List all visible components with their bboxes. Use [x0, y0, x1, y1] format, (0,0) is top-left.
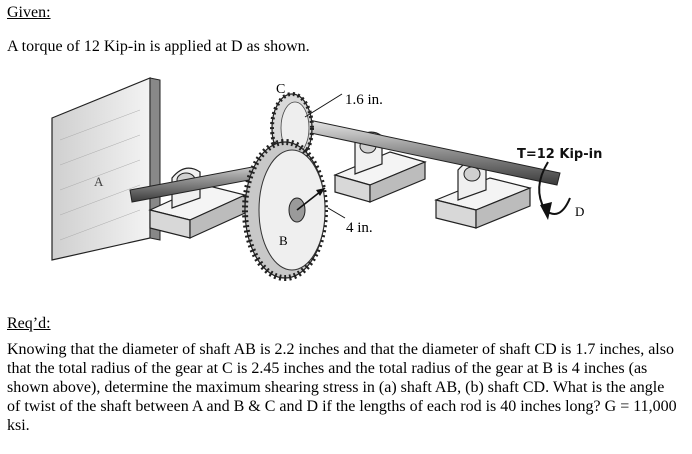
label-c: C	[276, 82, 285, 97]
label-dim-1-6: 1.6 in.	[345, 92, 383, 108]
label-a: A	[94, 174, 104, 189]
shaft-gear-figure: C 1.6 in. T=12 Kip-in A D B 4 in.	[0, 70, 692, 310]
figure-drawing: C 1.6 in. T=12 Kip-in A D B 4 in.	[51, 77, 602, 281]
required-statement: Knowing that the diameter of shaft AB is…	[7, 341, 677, 434]
fixed-wall	[51, 77, 161, 261]
label-dim-4: 4 in.	[346, 220, 373, 236]
required-heading: Req’d:	[7, 315, 51, 332]
gear-b	[242, 139, 328, 281]
label-b: B	[279, 233, 288, 248]
dimension-leaders	[304, 93, 346, 219]
torque-arrow	[538, 161, 571, 220]
label-torque: T=12 Kip-in	[517, 147, 602, 162]
bearing-support-3	[434, 159, 532, 229]
given-heading: Given:	[7, 4, 51, 21]
given-statement: A torque of 12 Kip-in is applied at D as…	[7, 38, 310, 55]
label-d: D	[575, 204, 584, 219]
